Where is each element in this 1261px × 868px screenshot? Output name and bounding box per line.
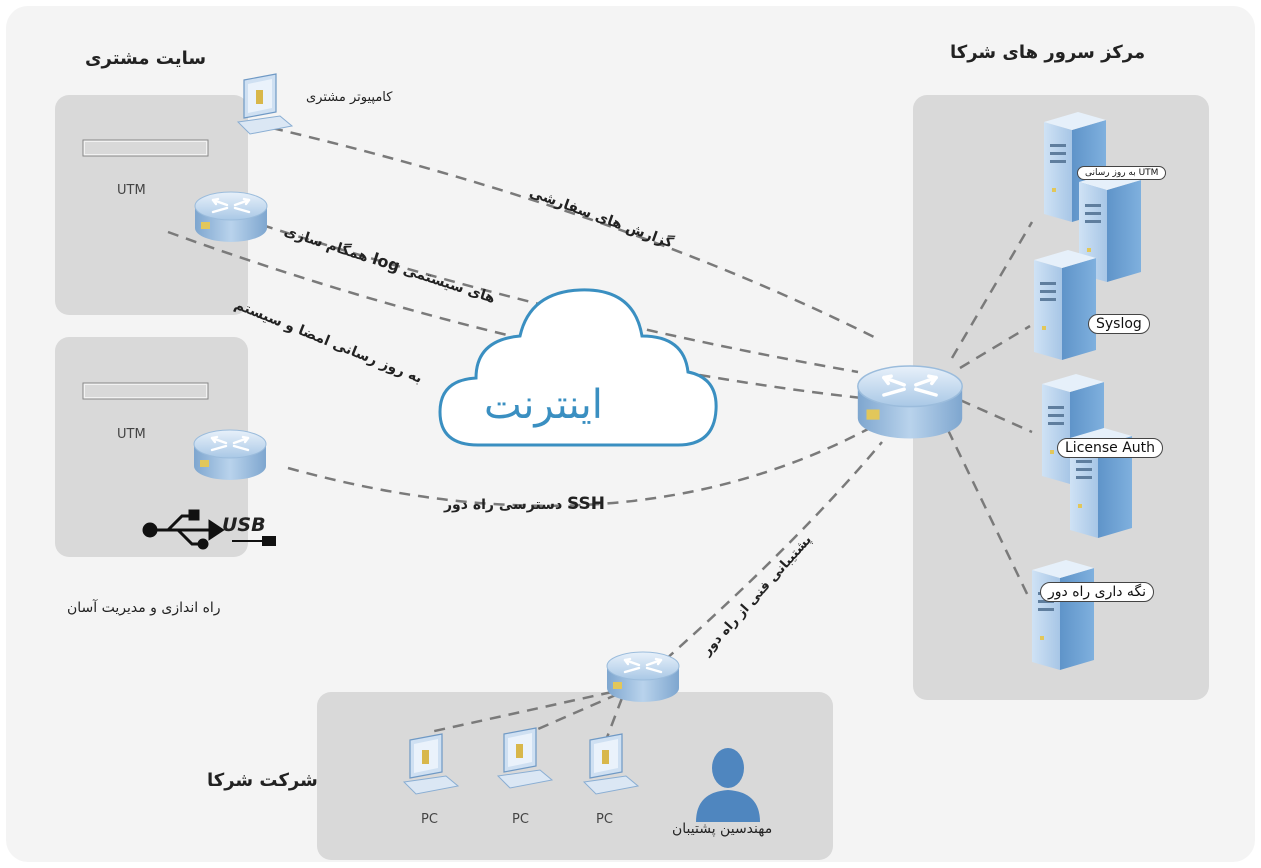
server-tag-utm-update: به روز رسانی UTM (1077, 166, 1167, 180)
company-title: شرکت شرکا (207, 770, 318, 791)
utm-device-2 (82, 382, 209, 400)
server-syslog (1034, 250, 1096, 360)
link-server-1 (950, 221, 1034, 359)
customer-site-title: سایت مشتری (85, 48, 207, 69)
link-customer-pc (271, 126, 881, 342)
link-ssh (287, 426, 871, 508)
router-customer-1 (193, 190, 269, 244)
link-remote-support (664, 441, 883, 661)
usb-label: USB (222, 514, 266, 536)
link-pc-1 (429, 690, 613, 734)
link-label-ssh: دسترسی راه دور SSH (444, 494, 605, 514)
server-remote-maint (1032, 560, 1094, 670)
link-server-3 (959, 398, 1033, 434)
router-central (856, 364, 964, 441)
link-server-4 (946, 429, 1032, 601)
utm-device-1 (82, 139, 209, 157)
engineer-icon (696, 748, 760, 822)
server-center-title: مرکز سرور های شرکا (950, 42, 1146, 63)
pc-label-1: PC (421, 812, 438, 827)
pc-icon-2 (497, 727, 553, 789)
utm-label-2: UTM (117, 427, 146, 442)
link-server-2 (959, 324, 1031, 370)
customer-pc-label: کامپیوتر مشتری (306, 90, 393, 105)
pc-label-2: PC (512, 812, 529, 827)
server-tag-remote-maint: نگه داری راه دور (1040, 582, 1155, 602)
ssh-bold: SSH (567, 494, 605, 514)
server-tag-license-auth: License Auth (1057, 438, 1164, 458)
pc-icon-1 (403, 733, 459, 795)
easy-setup-label: راه اندازی و مدیریت آسان (67, 600, 221, 616)
server-tag-syslog: Syslog (1088, 314, 1150, 334)
engineer-label: مهندسین پشتیبان (672, 821, 773, 837)
router-customer-2 (192, 428, 268, 482)
internet-cloud (438, 288, 718, 447)
link-pc-3 (604, 697, 624, 741)
company-panel (317, 692, 833, 860)
customer-pc-icon (237, 73, 293, 135)
pc-label-3: PC (596, 812, 613, 827)
pc-icon-3 (583, 733, 639, 795)
utm-label-1: UTM (117, 183, 146, 198)
usb-icon (142, 509, 225, 550)
ssh-prefix: دسترسی راه دور (444, 497, 563, 513)
router-company (605, 650, 681, 704)
internet-label: اینترنت (484, 382, 603, 428)
